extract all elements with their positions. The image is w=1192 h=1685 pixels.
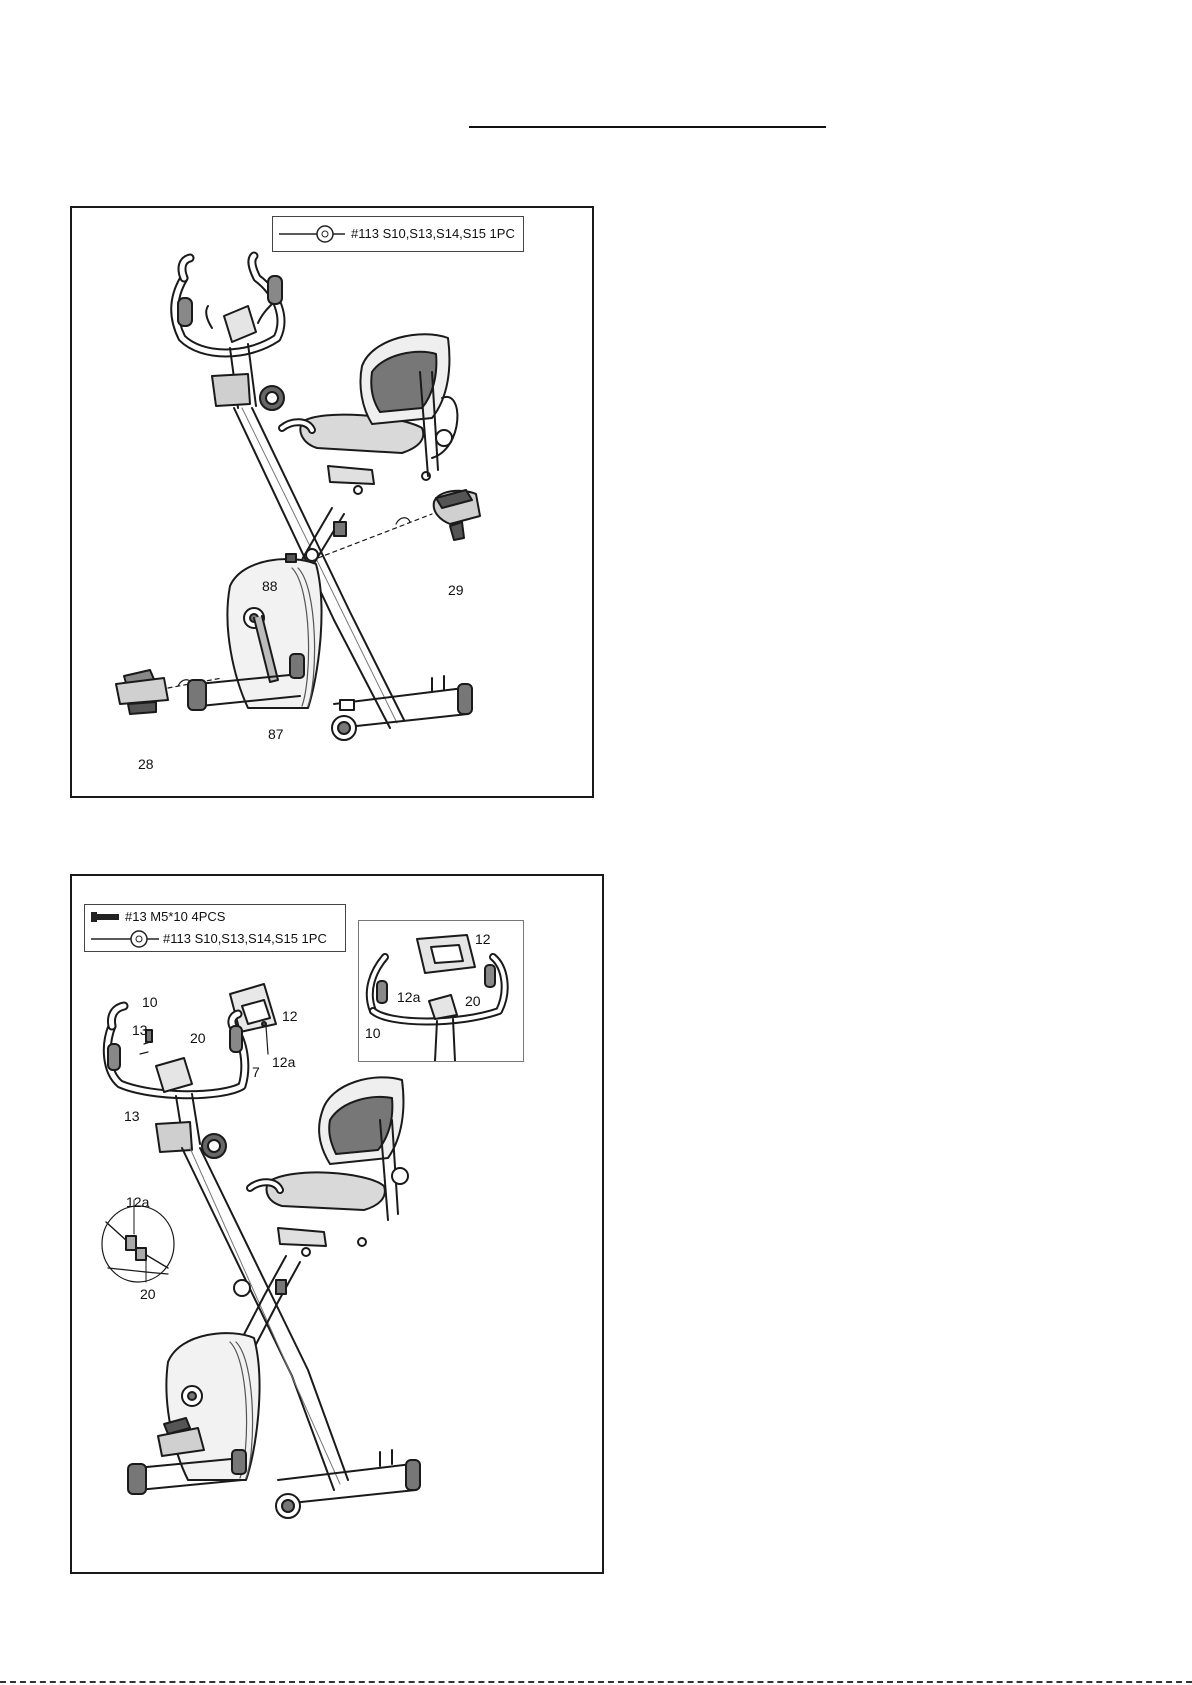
- exercise-bike-drawing: [72, 208, 594, 798]
- part-callout-29: 29: [448, 582, 464, 598]
- part-callout-87: 87: [268, 726, 284, 742]
- page-bottom-edge: [0, 1681, 1192, 1683]
- part-callout-12a: 12a: [272, 1054, 295, 1070]
- step-1-illustration: #113 S10,S13,S14,S15 1PC: [70, 206, 594, 798]
- exercise-bike-drawing: [72, 876, 604, 1574]
- detail-callout-12a: 12a: [126, 1194, 149, 1210]
- part-callout-12: 12: [282, 1008, 298, 1024]
- page-title-underline: [469, 126, 826, 128]
- detail-callout-20: 20: [140, 1286, 156, 1302]
- part-callout-10: 10: [142, 994, 158, 1010]
- part-callout-7: 7: [252, 1064, 260, 1080]
- part-callout-28: 28: [138, 756, 154, 772]
- step-2-illustration: #13 M5*10 4PCS #113 S10,S13,S14,S15 1PC: [70, 874, 604, 1574]
- part-callout-13: 13: [124, 1108, 140, 1124]
- part-callout-13: 13: [132, 1022, 148, 1038]
- part-callout-88: 88: [262, 578, 278, 594]
- part-callout-20: 20: [190, 1030, 206, 1046]
